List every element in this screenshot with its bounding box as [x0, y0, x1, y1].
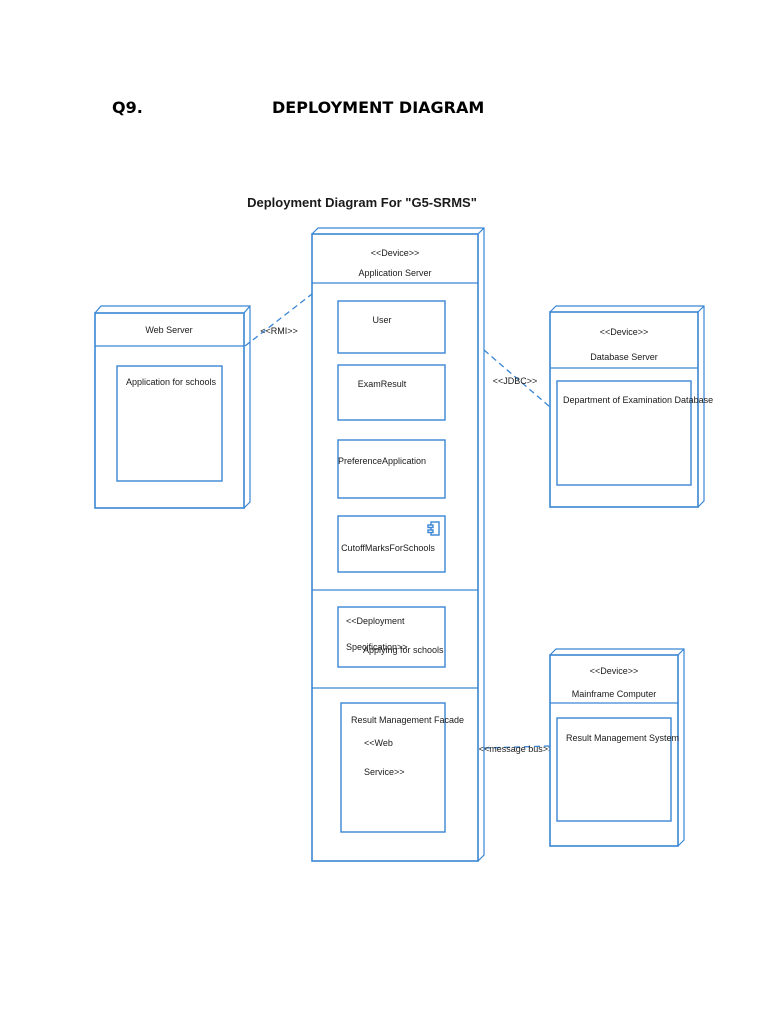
app-server-stereotype: <<Device>>	[371, 248, 420, 258]
rmi-connection	[244, 293, 313, 347]
mainframe-stereotype: <<Device>>	[590, 666, 639, 676]
app-server-name: Application Server	[358, 268, 431, 278]
component-icon	[427, 521, 440, 536]
page-title: DEPLOYMENT DIAGRAM	[272, 98, 485, 117]
web-server-node: Web Server Application for schools	[94, 305, 251, 509]
mainframe-artifact: Result Management System	[566, 733, 679, 743]
user-artifact-label: User	[372, 315, 391, 325]
result-facade-line1: Result Management Facade	[351, 715, 464, 725]
message-bus-label: <<message bus>>	[479, 744, 554, 754]
mainframe-name: Mainframe Computer	[572, 689, 657, 699]
diagram-title: Deployment Diagram For "G5-SRMS"	[247, 195, 477, 210]
cutoff-marks-artifact	[337, 515, 446, 573]
deployment-spec-artifact	[337, 606, 446, 668]
result-facade-line3: Service>>	[364, 767, 405, 777]
jdbc-label: <<JDBC>>	[493, 376, 538, 386]
db-server-stereotype: <<Device>>	[600, 327, 649, 337]
web-server-artifact: Application for schools	[126, 377, 217, 387]
web-server-name: Web Server	[145, 325, 192, 335]
preference-application-artifact	[337, 439, 446, 499]
deployment-spec-line1: <<Deployment	[346, 616, 405, 626]
database-server-node: <<Device>> Database Server Department of…	[549, 305, 713, 508]
cutoff-marks-artifact-label: CutoffMarksForSchools	[341, 543, 435, 553]
db-server-name: Database Server	[590, 352, 658, 362]
mainframe-node: <<Device>> Mainframe Computer Result Man…	[549, 648, 685, 847]
user-artifact	[337, 300, 446, 354]
jdbc-connection	[483, 349, 551, 408]
exam-result-artifact-label: ExamResult	[358, 379, 407, 389]
exam-result-artifact	[337, 364, 446, 421]
message-bus-connection	[483, 745, 551, 749]
deployment-spec-name: Applying for schools	[363, 645, 444, 655]
rmi-label: <<RMI>>	[260, 326, 298, 336]
result-facade-line2: <<Web	[364, 738, 393, 748]
question-number: Q9.	[112, 98, 143, 117]
preference-application-artifact-label: PreferenceApplication	[338, 456, 426, 466]
result-facade-artifact	[340, 702, 446, 833]
deployment-spec-line2: Specification>>	[346, 642, 408, 652]
application-server-node: <<Device>> Application Server User ExamR…	[311, 227, 485, 862]
db-server-artifact: Department of Examination Database	[563, 395, 713, 405]
